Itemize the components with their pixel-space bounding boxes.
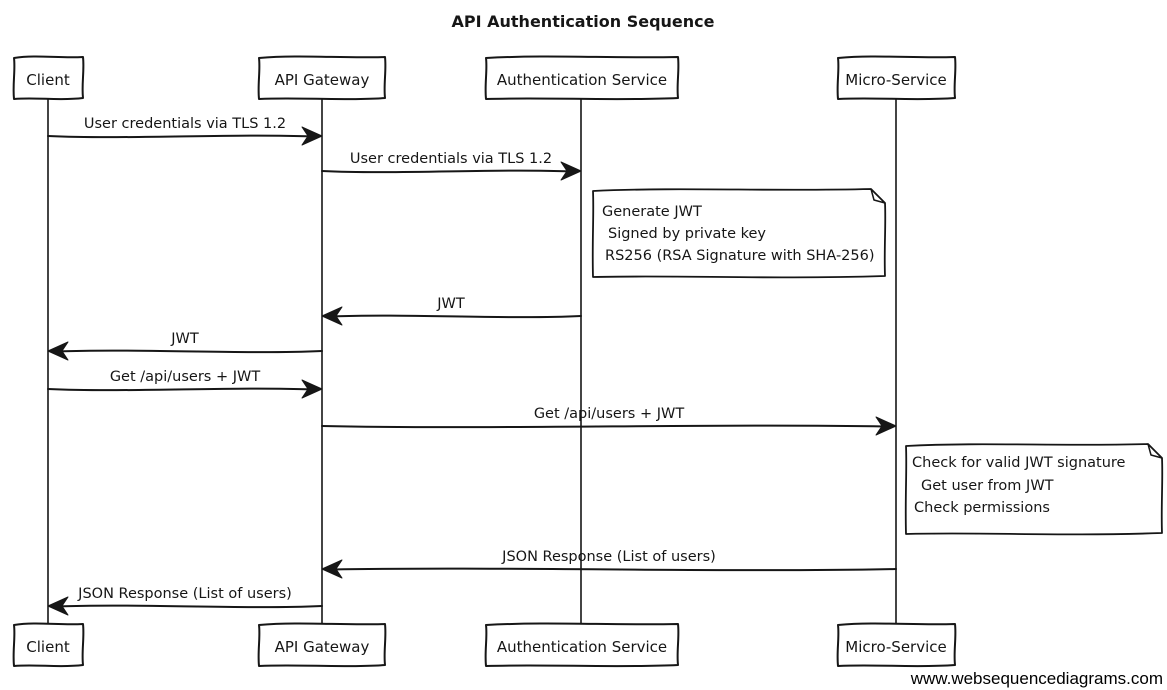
message-jwt-auth-to-gateway: JWT <box>321 296 582 326</box>
note-box <box>591 188 887 279</box>
actor-top-api-gateway: API Gateway <box>257 55 387 101</box>
actor-top-micro-service: Micro-Service <box>836 55 957 101</box>
actor-box <box>12 55 85 101</box>
message-label: Get /api/users + JWT <box>110 369 261 385</box>
lifeline-api-gateway <box>320 98 324 624</box>
actor-label: Micro-Service <box>845 71 947 89</box>
arrowhead <box>560 161 582 181</box>
arrowhead <box>301 126 323 146</box>
message-label: JSON Response (List of users) <box>77 586 292 602</box>
note-text-line: Check for valid JWT signature <box>912 455 1126 471</box>
note-text-line: Signed by private key <box>608 226 766 242</box>
note-box <box>904 443 1164 536</box>
actor-box <box>484 55 680 101</box>
actor-bottom-api-gateway: API Gateway <box>257 622 387 668</box>
actor-bottom-authentication-service: Authentication Service <box>484 622 680 668</box>
message-label: JSON Response (List of users) <box>501 549 716 565</box>
arrowhead <box>47 596 69 616</box>
message-json-response-micro-to-gateway: JSON Response (List of users) <box>321 549 897 579</box>
note-text-line: Check permissions <box>914 500 1050 516</box>
actor-box <box>257 55 387 101</box>
diagram-title: API Authentication Sequence <box>452 12 715 31</box>
actor-bottom-client: Client <box>12 622 85 668</box>
message-jwt-gateway-to-client: JWT <box>47 331 323 361</box>
lifeline-client <box>46 98 50 624</box>
arrow-line <box>57 604 323 609</box>
arrowhead <box>301 379 323 399</box>
actor-label: Authentication Service <box>497 71 667 89</box>
note-fold-corner <box>1147 443 1163 459</box>
actor-label: Authentication Service <box>497 638 667 656</box>
arrow-line <box>47 134 313 139</box>
arrow-line <box>321 424 887 429</box>
message-json-response-gateway-to-client: JSON Response (List of users) <box>47 586 323 616</box>
arrow-line <box>321 169 572 174</box>
actor-label: API Gateway <box>275 71 370 89</box>
note-fold-corner <box>870 188 886 204</box>
message-label: Get /api/users + JWT <box>534 406 685 422</box>
actor-top-client: Client <box>12 55 85 101</box>
note-check-jwt: Check for valid JWT signature Get user f… <box>904 443 1164 536</box>
message-label: User credentials via TLS 1.2 <box>350 151 552 167</box>
arrow-line <box>331 567 897 572</box>
lifeline-micro-service <box>894 98 898 624</box>
arrowhead <box>321 306 343 326</box>
message-label: User credentials via TLS 1.2 <box>84 116 286 132</box>
arrow-line <box>57 349 323 354</box>
note-text-line: RS256 (RSA Signature with SHA-256) <box>605 248 875 264</box>
message-label: JWT <box>170 331 199 347</box>
actor-top-authentication-service: Authentication Service <box>484 55 680 101</box>
message-get-users-gateway-to-micro: Get /api/users + JWT <box>321 406 897 436</box>
watermark: www.websequencediagrams.com <box>910 669 1163 688</box>
note-text-line: Generate JWT <box>602 204 702 220</box>
actor-label: Client <box>26 71 70 89</box>
arrowhead <box>875 416 897 436</box>
actor-box <box>257 622 387 668</box>
message-user-credentials-gateway-to-auth: User credentials via TLS 1.2 <box>321 151 582 181</box>
note-text-line: Get user from JWT <box>921 478 1054 494</box>
note-generate-jwt: Generate JWT Signed by private key RS256… <box>591 188 887 279</box>
arrowhead <box>321 559 343 579</box>
actor-label: Micro-Service <box>845 638 947 656</box>
actor-box <box>836 55 957 101</box>
message-get-users-client-to-gateway: Get /api/users + JWT <box>47 369 323 399</box>
actor-label: API Gateway <box>275 638 370 656</box>
actor-bottom-micro-service: Micro-Service <box>836 622 957 668</box>
lifeline-authentication-service <box>579 98 583 624</box>
message-user-credentials-client-to-gateway: User credentials via TLS 1.2 <box>47 116 323 146</box>
arrow-line <box>47 387 313 392</box>
actor-box <box>12 622 85 668</box>
actor-label: Client <box>26 638 70 656</box>
actor-box <box>836 622 957 668</box>
actor-box <box>484 622 680 668</box>
message-label: JWT <box>436 296 465 312</box>
arrowhead <box>47 341 69 361</box>
arrow-line <box>331 314 582 319</box>
